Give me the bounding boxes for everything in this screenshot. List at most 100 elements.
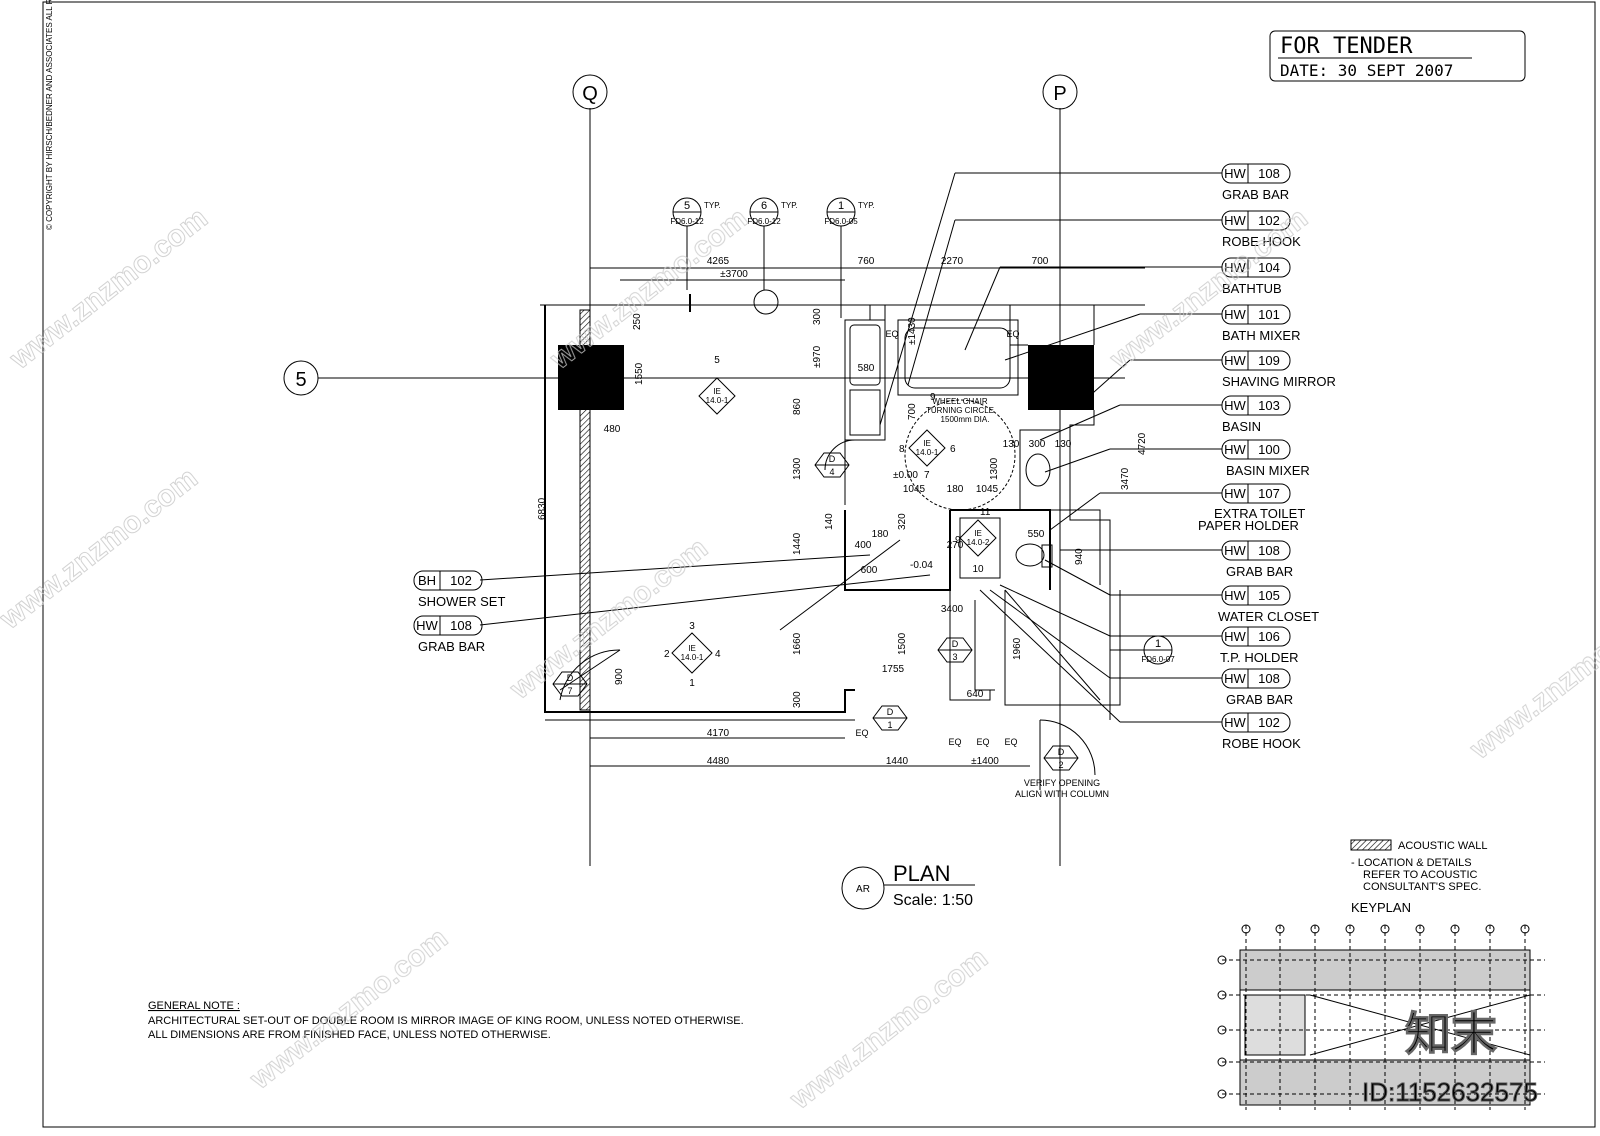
svg-text:HW: HW bbox=[416, 618, 438, 633]
svg-text:103: 103 bbox=[1258, 398, 1280, 413]
door-tag-d7: D 7 bbox=[552, 671, 588, 697]
svg-text:4170: 4170 bbox=[707, 728, 730, 739]
hw-tag-108-left: HW 108 GRAB BAR bbox=[413, 615, 485, 654]
svg-text:130: 130 bbox=[1003, 439, 1020, 450]
hw-tag-108b: HW 108 GRAB BAR bbox=[1221, 540, 1293, 579]
svg-text:1440: 1440 bbox=[886, 756, 909, 767]
svg-text:3470: 3470 bbox=[1120, 467, 1131, 490]
hw-tag-102b: HW 102 ROBE HOOK bbox=[1221, 712, 1301, 751]
plan-title: AR PLAN Scale: 1:50 bbox=[841, 861, 975, 910]
svg-text:4720: 4720 bbox=[1137, 432, 1148, 455]
svg-text:6: 6 bbox=[761, 200, 767, 212]
svg-text:104: 104 bbox=[1258, 260, 1280, 275]
svg-text:±970: ±970 bbox=[812, 345, 823, 368]
svg-text:FD6.0-05: FD6.0-05 bbox=[824, 217, 858, 226]
svg-text:ROBE HOOK: ROBE HOOK bbox=[1222, 234, 1301, 249]
svg-text:900: 900 bbox=[614, 668, 625, 685]
svg-text:2: 2 bbox=[1058, 760, 1063, 770]
svg-text:1045: 1045 bbox=[903, 484, 926, 495]
column-left bbox=[558, 345, 624, 410]
section-ref-1: 5 FD6.0-12 TYP. bbox=[670, 197, 721, 290]
svg-text:14.0-1: 14.0-1 bbox=[916, 448, 939, 457]
svg-text:1045: 1045 bbox=[976, 484, 999, 495]
keyplan: KEYPLAN bbox=[1217, 900, 1545, 1110]
svg-text:7: 7 bbox=[567, 686, 572, 696]
door-tag-d3: D 3 bbox=[937, 637, 973, 663]
svg-text:1440: 1440 bbox=[792, 532, 803, 555]
svg-text:760: 760 bbox=[858, 256, 875, 267]
svg-text:www.znzmo.com: www.znzmo.com bbox=[783, 941, 994, 1116]
svg-text:7: 7 bbox=[924, 470, 930, 481]
hw-tag-107: HW 107 EXTRA TOILET PAPER HOLDER bbox=[1198, 483, 1305, 533]
svg-text:14.0-2: 14.0-2 bbox=[967, 538, 990, 547]
svg-text:WATER CLOSET: WATER CLOSET bbox=[1218, 609, 1319, 624]
svg-text:250: 250 bbox=[632, 313, 643, 330]
hw-tag-108c: HW 108 GRAB BAR bbox=[1221, 668, 1293, 707]
svg-text:IE: IE bbox=[713, 387, 721, 396]
svg-text:FD6.0-07: FD6.0-07 bbox=[1141, 655, 1175, 664]
svg-text:www.znzmo.com: www.znzmo.com bbox=[543, 201, 754, 376]
svg-text:HW: HW bbox=[1224, 353, 1246, 368]
svg-text:GRAB BAR: GRAB BAR bbox=[1222, 187, 1289, 202]
svg-text:14.0-1: 14.0-1 bbox=[681, 653, 704, 662]
hw-tag-105: HW 105 WATER CLOSET bbox=[1218, 585, 1319, 624]
svg-text:IE: IE bbox=[688, 644, 696, 653]
grid-q-label: Q bbox=[582, 83, 598, 105]
svg-text:GRAB BAR: GRAB BAR bbox=[1226, 692, 1293, 707]
svg-text:102: 102 bbox=[1258, 213, 1280, 228]
acoustic-legend: ACOUSTIC WALL - LOCATION & DETAILS REFER… bbox=[1350, 839, 1487, 893]
water-closet bbox=[1015, 543, 1045, 567]
svg-text:4480: 4480 bbox=[707, 756, 730, 767]
svg-text:WHEEL CHAIR: WHEEL CHAIR bbox=[932, 397, 987, 406]
svg-text:±1400: ±1400 bbox=[971, 756, 999, 767]
svg-text:1: 1 bbox=[689, 678, 695, 689]
svg-text:14.0-1: 14.0-1 bbox=[706, 396, 729, 405]
detail-tag-fd6-07: 1 FD6.0-07 bbox=[1110, 635, 1175, 665]
svg-text:1: 1 bbox=[887, 720, 892, 730]
svg-text:580: 580 bbox=[858, 363, 875, 374]
svg-text:IE: IE bbox=[923, 439, 931, 448]
svg-text:HW: HW bbox=[1224, 166, 1246, 181]
svg-text:105: 105 bbox=[1258, 588, 1280, 603]
svg-text:300: 300 bbox=[812, 308, 823, 325]
watermark-logo: 知末 bbox=[1405, 1008, 1497, 1060]
svg-text:BATHTUB: BATHTUB bbox=[1222, 281, 1282, 296]
copyright-text: © COPYRIGHT BY HIRSCH/BEDNER AND ASSOCIA… bbox=[45, 0, 54, 230]
svg-text:±3700: ±3700 bbox=[720, 269, 748, 280]
svg-text:KEYPLAN: KEYPLAN bbox=[1351, 900, 1411, 915]
svg-text:109: 109 bbox=[1258, 353, 1280, 368]
section-ref-3: 1 FD6.0-05 TYP. bbox=[824, 197, 875, 318]
svg-text:102: 102 bbox=[1258, 715, 1280, 730]
floor-level: ±0.00 bbox=[893, 470, 918, 481]
svg-text:HW: HW bbox=[1224, 671, 1246, 686]
svg-text:BASIN MIXER: BASIN MIXER bbox=[1226, 463, 1310, 478]
plan-dimension-text: 250 1550 480 6830 300 ±970 580 ±1430 700… bbox=[537, 308, 1148, 767]
hw-tag-100: HW 100 BASIN MIXER bbox=[1221, 439, 1310, 478]
svg-text:9: 9 bbox=[955, 535, 961, 546]
svg-text:9: 9 bbox=[930, 392, 936, 403]
elevation-marker-6: IE 14.0-1 6 8 7 9 bbox=[899, 392, 956, 481]
plan-title-text: PLAN bbox=[893, 861, 950, 886]
grid-5-label: 5 bbox=[295, 369, 306, 391]
elevation-marker-3: IE 14.0-1 3 2 4 1 bbox=[664, 621, 721, 689]
svg-text:5: 5 bbox=[684, 200, 690, 212]
svg-text:4: 4 bbox=[829, 467, 834, 477]
svg-text:HW: HW bbox=[1224, 398, 1246, 413]
svg-text:GRAB BAR: GRAB BAR bbox=[1226, 564, 1293, 579]
svg-text:300: 300 bbox=[792, 691, 803, 708]
svg-text:www.znzmo.com: www.znzmo.com bbox=[3, 201, 214, 376]
svg-text:180: 180 bbox=[947, 484, 964, 495]
svg-text:5: 5 bbox=[714, 355, 720, 366]
svg-text:100: 100 bbox=[1258, 442, 1280, 457]
svg-text:1500mm DIA.: 1500mm DIA. bbox=[941, 415, 990, 424]
svg-text:TYP.: TYP. bbox=[704, 201, 721, 210]
svg-text:3400: 3400 bbox=[941, 604, 964, 615]
svg-text:EQ: EQ bbox=[1004, 737, 1017, 747]
bathtub bbox=[897, 319, 1019, 396]
door-tag-d1: D 1 bbox=[872, 705, 908, 731]
svg-text:PAPER HOLDER: PAPER HOLDER bbox=[1198, 518, 1299, 533]
svg-text:180: 180 bbox=[872, 529, 889, 540]
svg-text:550: 550 bbox=[1028, 529, 1045, 540]
plan-walls bbox=[544, 304, 1130, 790]
